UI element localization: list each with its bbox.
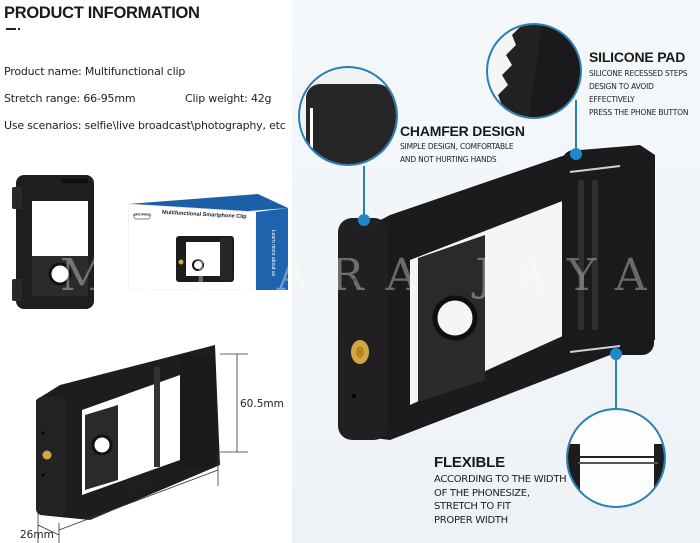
package-badge: APL-FE01 [133, 212, 152, 217]
feature-line: OF THE PHONESIZE, [434, 487, 530, 499]
product-info-panel: PRODUCT INFORMATION Product name: Multif… [0, 0, 292, 543]
feature-title-silicone-pad: SILICONE PAD [589, 49, 686, 65]
feature-line: AND NOT HURTING HANDS [400, 155, 497, 164]
feature-desc-chamfer-design: SIMPLE DESIGN, COMFORTABLE AND NOT HURTI… [400, 140, 514, 166]
title-underline [6, 28, 16, 30]
feature-line: PRESS THE PHONE BUTTON [589, 108, 689, 117]
flexible-callout-line [615, 358, 617, 410]
feature-desc-flexible: ACCORDING TO THE WIDTH OF THE PHONESIZE,… [434, 473, 567, 527]
page-title: PRODUCT INFORMATION [4, 4, 200, 22]
chamfer-callout-line [363, 166, 365, 218]
title-dot [18, 28, 20, 30]
dimension-depth: 26mm [20, 529, 54, 541]
spec-product-name: Product name: Multifunctional clip [4, 65, 186, 78]
chamfer-callout-dot [358, 214, 370, 226]
spec-clip-weight: Clip weight: 42g [185, 92, 272, 105]
feature-line: ACCORDING TO THE WIDTH [434, 474, 567, 485]
flexible-detail-circle [566, 408, 666, 508]
feature-title-flexible: FLEXIBLE [434, 454, 505, 471]
silicone-detail-circle [486, 23, 582, 119]
silicone-callout-dot [570, 148, 582, 160]
package-side-text: Learn more about us [270, 229, 277, 277]
flexible-callout-dot [610, 348, 622, 360]
feature-desc-silicone-pad: SILICONE RECESSED STEPS DESIGN TO AVOID … [589, 67, 700, 119]
clip-back-view-image [12, 175, 94, 309]
feature-line: SILICONE RECESSED STEPS [589, 69, 688, 78]
feature-title-chamfer-design: CHAMFER DESIGN [400, 123, 525, 139]
feature-line: STRETCH TO FIT [434, 501, 511, 512]
spec-stretch-range: Stretch range: 66-95mm [4, 92, 136, 105]
main-clip-image [338, 145, 655, 440]
clip-dimension-image [36, 345, 220, 520]
feature-line: DESIGN TO AVOID EFFECTIVELY [589, 82, 654, 104]
package-box-image [128, 194, 288, 290]
spec-use-scenarios: Use scenarios: selfie\live broadcast\pho… [4, 119, 286, 132]
feature-line: SIMPLE DESIGN, COMFORTABLE [400, 142, 514, 151]
feature-line: PROPER WIDTH [434, 514, 508, 526]
dimension-height: 60.5mm [240, 398, 284, 410]
silicone-callout-line [575, 100, 577, 150]
chamfer-detail-circle [298, 66, 398, 166]
dimension-lines [37, 353, 248, 543]
silicone-steps-image [498, 25, 580, 117]
